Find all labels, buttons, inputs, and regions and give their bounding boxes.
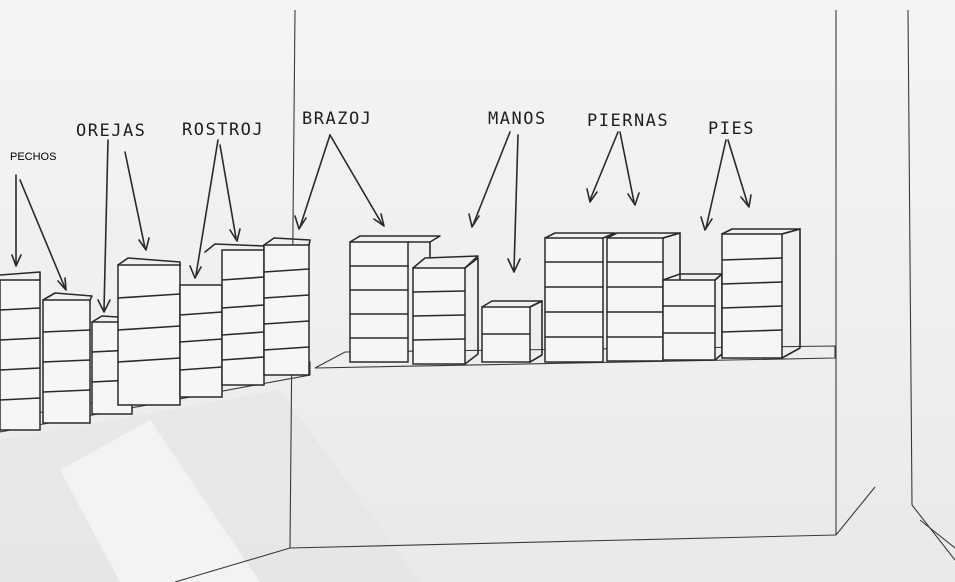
box-stack-brazos-b <box>413 256 478 364</box>
box-stack-manos <box>482 301 542 362</box>
box-stack-7 <box>264 238 310 375</box>
label-pies: PIES <box>708 119 755 139</box>
label-piernas: PIERNAS <box>587 111 669 131</box>
box-stack-pies-a <box>663 274 722 360</box>
box-stack-pechos <box>0 272 40 430</box>
box-stack-5 <box>180 285 222 397</box>
box-stack-piernas-a <box>545 233 615 362</box>
box-stack-pies-b <box>722 229 800 358</box>
box-stacks-right <box>350 229 800 364</box>
label-brazos: BRAZOJ <box>302 109 372 129</box>
label-orejas: OREJAS <box>76 121 146 141</box>
box-stack-2 <box>43 293 92 423</box>
label-pechos: PECHOS <box>10 151 56 163</box>
box-stack-4 <box>118 258 180 405</box>
label-rostros: ROSTROJ <box>182 120 264 140</box>
label-manos: MANOS <box>488 109 547 129</box>
